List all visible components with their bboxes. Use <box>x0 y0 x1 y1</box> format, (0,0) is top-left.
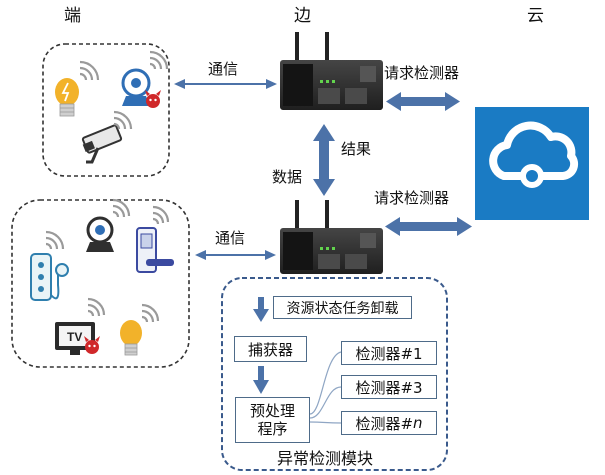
devil-icon <box>145 90 161 108</box>
capturer-to-preprocess-arrow <box>253 366 269 394</box>
request-label-top: 请求检测器 <box>384 64 460 82</box>
wifi-icon <box>152 205 170 225</box>
router-icon <box>280 32 383 110</box>
comm-arrow-bottom <box>195 250 276 260</box>
result-data-arrow <box>313 124 335 196</box>
cloud-service-icon <box>475 107 589 220</box>
webcam-icon <box>86 216 114 252</box>
unload-box: 资源状态任务卸载 <box>273 296 412 319</box>
wifi-icon <box>149 50 169 70</box>
preprocess-box: 预处理 程序 <box>235 397 310 443</box>
bulb-icon <box>120 320 142 356</box>
preprocess-line2: 程序 <box>257 420 288 438</box>
smart-lock-icon <box>136 227 174 273</box>
comm-arrow-top <box>174 79 277 89</box>
result-label: 结果 <box>341 140 372 158</box>
wifi-icon <box>113 110 133 130</box>
devil-icon <box>84 336 100 354</box>
unload-arrow <box>253 297 269 322</box>
preprocess-line1: 预处理 <box>249 402 295 420</box>
detector-connectors <box>309 351 342 424</box>
comm-label-top: 通信 <box>208 60 239 78</box>
security-camera-icon <box>81 124 123 164</box>
detector-box-3: 检测器#3 <box>341 375 437 399</box>
detector-n-suffix: n <box>413 414 423 432</box>
request-label-bottom: 请求检测器 <box>374 189 450 207</box>
bulb-icon <box>55 78 79 117</box>
capturer-box: 捕获器 <box>234 336 307 362</box>
power-strip-icon <box>30 253 69 301</box>
comm-label-bottom: 通信 <box>215 229 246 247</box>
wifi-icon <box>141 303 160 323</box>
router-icon <box>280 200 383 274</box>
detector-n-prefix: 检测器# <box>355 414 414 433</box>
module-title: 异常检测模块 <box>277 449 374 468</box>
webcam-icon <box>121 68 151 106</box>
wifi-icon <box>87 297 106 317</box>
tv-label: TV <box>67 330 82 344</box>
data-label: 数据 <box>272 168 303 186</box>
wifi-icon <box>112 198 131 218</box>
detector-box-n: 检测器#n <box>341 411 437 435</box>
column-cloud: 云 <box>527 6 544 26</box>
column-edge: 边 <box>294 6 311 26</box>
request-arrow-top <box>386 92 460 111</box>
wifi-icon <box>79 60 100 81</box>
detector-box-1: 检测器#1 <box>341 341 437 365</box>
column-device: 端 <box>64 6 81 26</box>
tv-icon <box>55 322 95 355</box>
request-arrow-bottom <box>385 217 472 236</box>
wifi-icon <box>45 230 65 250</box>
